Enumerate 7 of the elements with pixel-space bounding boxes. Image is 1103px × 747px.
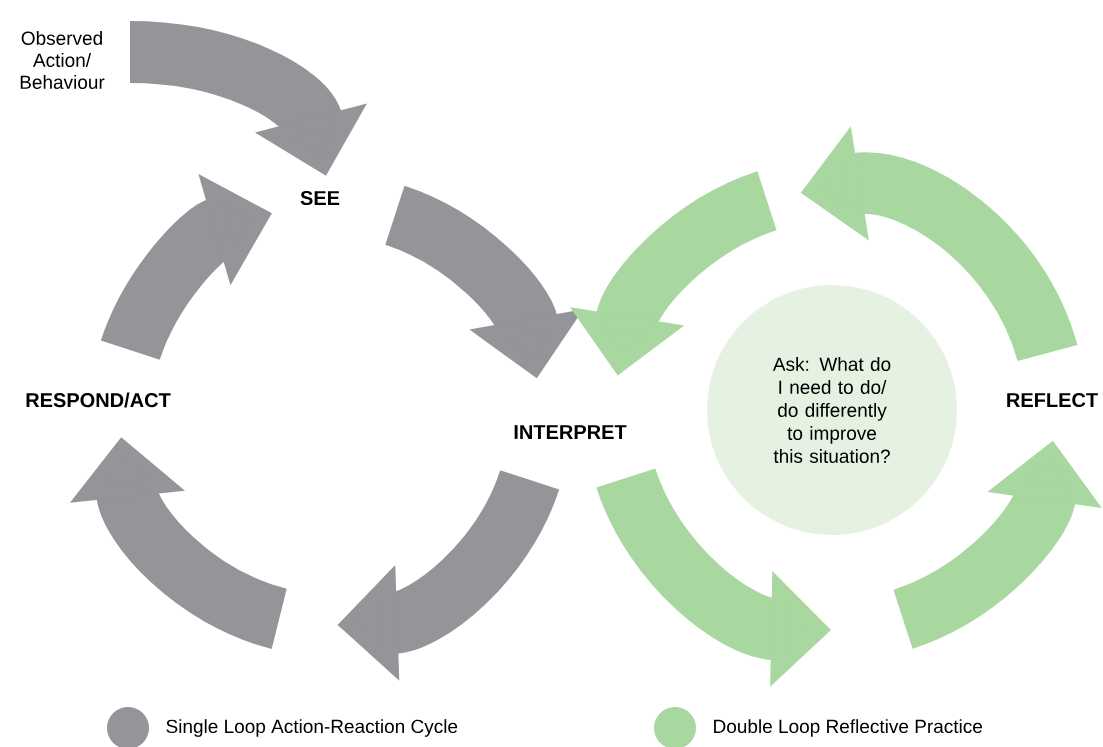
stage-label: INTERPRET — [514, 425, 627, 439]
legend-text: Single Loop Action-Reaction Cycle — [166, 719, 458, 737]
bare-text: Observed Action/ Behaviour — [20, 31, 105, 89]
stage-label: RESPOND/ACT — [26, 392, 171, 408]
stage-label: SEE — [300, 190, 340, 206]
stage-label: REFLECT — [1007, 392, 1098, 408]
legend-text: Double Loop Reflective Practice — [714, 719, 982, 737]
